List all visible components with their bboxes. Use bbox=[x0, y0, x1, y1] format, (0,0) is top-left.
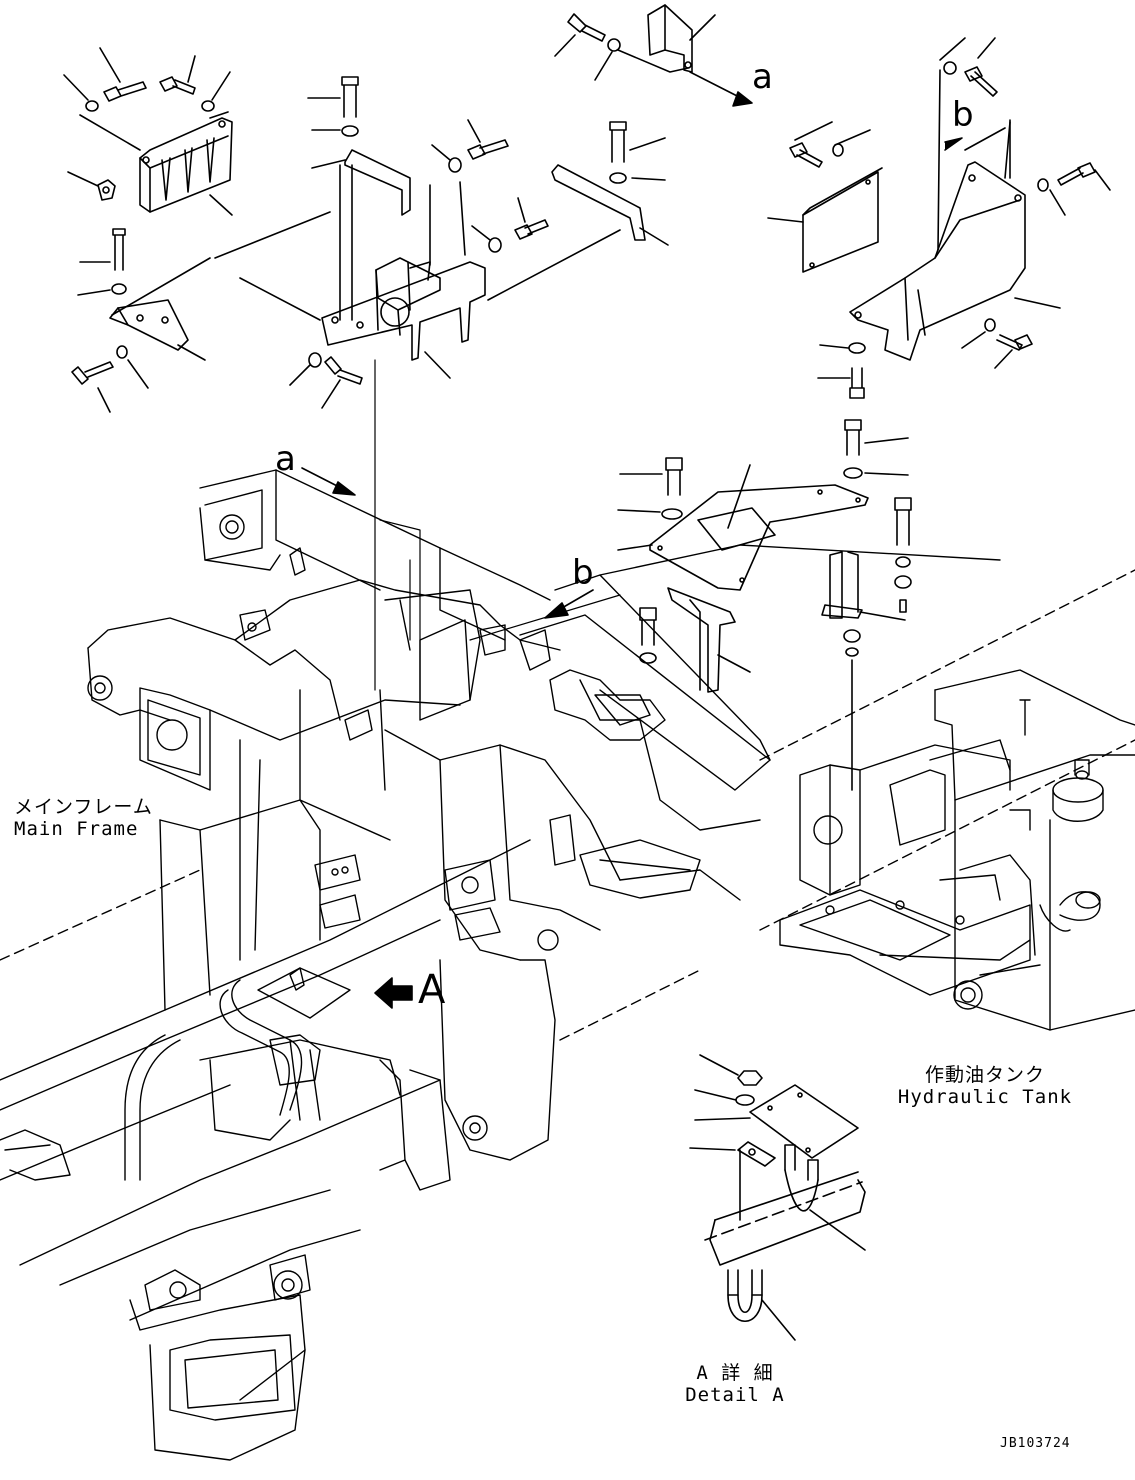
center-strip bbox=[487, 121, 669, 301]
hydraulic-tank-label-en: Hydraulic Tank bbox=[897, 1086, 1073, 1108]
hydraulic-tank bbox=[779, 669, 1135, 1031]
drawing-code: JB103724 bbox=[1000, 1436, 1071, 1451]
top-left-bracket bbox=[63, 47, 233, 216]
view-arrows bbox=[301, 467, 594, 1009]
center-bracket bbox=[214, 76, 549, 409]
detail-a-label-jp: A 詳 細 bbox=[696, 1362, 774, 1384]
view-marker-a-top: a bbox=[752, 57, 773, 97]
main-frame bbox=[0, 469, 1135, 1461]
view-marker-a-frame: a bbox=[275, 439, 296, 479]
right-bolt-stack bbox=[817, 342, 909, 479]
top-right-covers bbox=[767, 37, 1111, 369]
hydraulic-tank-label-jp: 作動油タンク bbox=[924, 1064, 1045, 1086]
main-frame-label-en: Main Frame bbox=[14, 818, 139, 840]
top-small-bracket bbox=[554, 4, 753, 107]
middle-plate-stand bbox=[617, 457, 912, 791]
leader-lines bbox=[374, 359, 621, 701]
view-marker-b-top: b bbox=[952, 95, 974, 135]
detail-a bbox=[689, 1054, 866, 1341]
main-frame-label-jp: メインフレーム bbox=[14, 796, 153, 818]
detail-a-label-en: Detail A bbox=[685, 1384, 785, 1406]
left-small-plate bbox=[71, 228, 211, 413]
view-marker-A: A bbox=[418, 967, 446, 1013]
view-marker-b-frame: b bbox=[572, 553, 594, 593]
